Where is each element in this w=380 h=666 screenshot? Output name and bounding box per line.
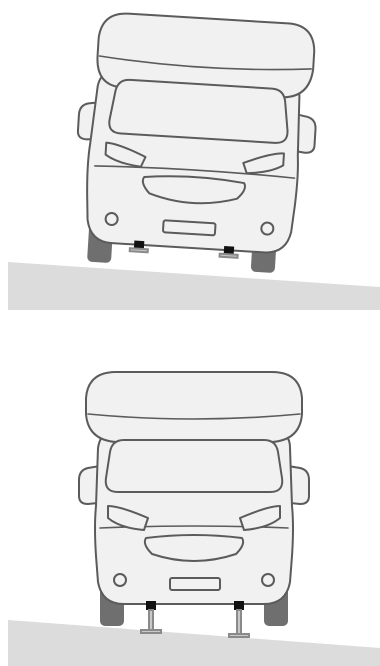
right-jack-pad xyxy=(220,254,238,258)
left-fog-light xyxy=(105,213,118,226)
right-fog-light xyxy=(262,574,274,586)
left-jack-pad xyxy=(141,630,161,633)
left-fog-light xyxy=(114,574,126,586)
panel-after xyxy=(8,372,380,666)
license-plate xyxy=(170,578,220,590)
roof-pod xyxy=(86,372,302,442)
right-jack-leg xyxy=(237,610,241,635)
left-jack-foot xyxy=(146,601,156,610)
grille xyxy=(145,535,243,561)
panel-before xyxy=(8,11,380,310)
motorhome-front-tilted xyxy=(70,11,322,275)
sloped-ground xyxy=(8,620,380,666)
motorhome-front-level xyxy=(79,372,309,637)
license-plate xyxy=(163,220,216,235)
windscreen xyxy=(109,79,290,144)
left-jack-leg xyxy=(149,610,153,630)
windscreen xyxy=(106,440,283,492)
right-jack-foot xyxy=(234,601,244,610)
left-jack-pad xyxy=(130,248,148,252)
right-jack-pad xyxy=(229,634,249,637)
right-fog-light xyxy=(261,222,274,235)
sloped-ground xyxy=(8,262,380,310)
